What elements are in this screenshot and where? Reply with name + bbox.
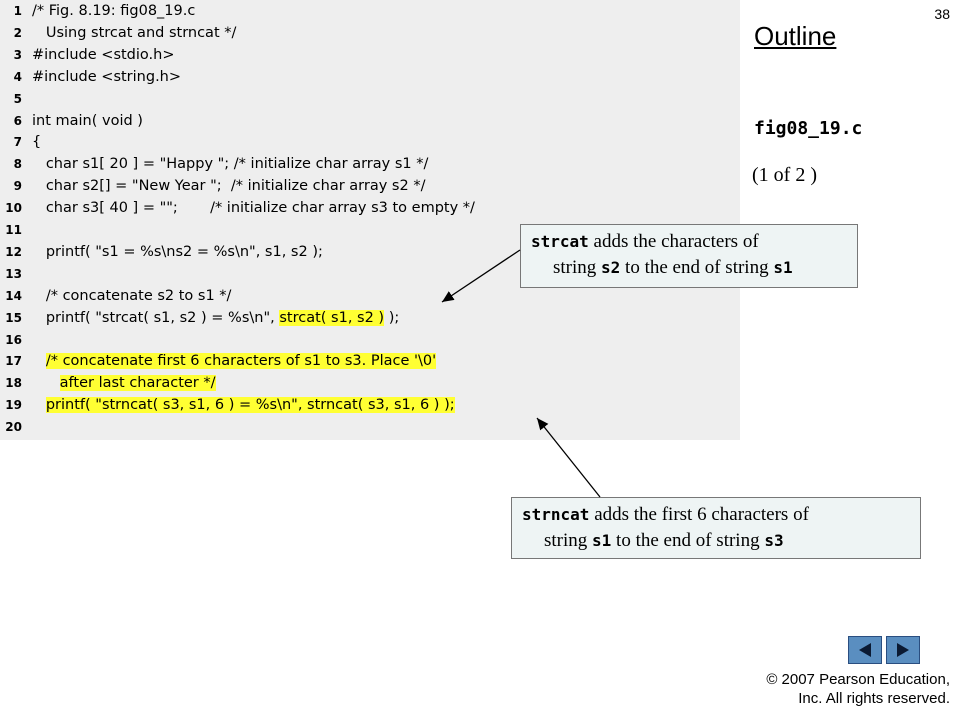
line-number: 19 (5, 398, 22, 413)
code-text: #include <string.h> (32, 68, 182, 85)
code-line: 3 #include <stdio.h> (0, 44, 740, 66)
code-text: after last character */ (32, 372, 216, 394)
code-text: int main( void ) (32, 112, 143, 129)
line-number: 2 (13, 25, 22, 40)
strncat-arrow (536, 417, 601, 498)
line-number: 7 (13, 135, 22, 150)
line-number: 12 (5, 244, 22, 259)
code-text: /* concatenate s2 to s1 */ (32, 287, 232, 304)
slide-number: 38 (934, 6, 950, 22)
code-line: 14 /* concatenate s2 to s1 */ (0, 285, 740, 307)
line-number: 10 (5, 201, 22, 216)
callout-text: to the end of string (611, 530, 765, 551)
code-line: 2 Using strcat and strncat */ (0, 22, 740, 44)
line-number: 17 (5, 354, 22, 369)
code-line: 11 (0, 219, 740, 241)
line-number: 9 (13, 179, 22, 194)
callout-text: adds the characters of (588, 231, 759, 252)
outline-title: Outline (754, 21, 837, 51)
code-line: 19 printf( "strncat( s3, s1, 6 ) = %s\n"… (0, 394, 740, 416)
callout-var: s1 (592, 531, 612, 550)
code-text: char s3[ 40 ] = ""; /* initialize char a… (32, 200, 475, 217)
line-number: 18 (5, 376, 22, 391)
code-line: 10 char s3[ 40 ] = ""; /* initialize cha… (0, 197, 740, 219)
copyright-line-1: © 2007 Pearson Education, (766, 671, 950, 688)
line-number: 4 (13, 69, 22, 84)
code-text: /* concatenate first 6 characters of s1 … (32, 350, 437, 372)
callout-text: string (544, 530, 593, 551)
code-line: 9 char s2[] = "New Year "; /* initialize… (0, 175, 740, 197)
line-number: 16 (5, 332, 22, 347)
strcat-arrow (441, 249, 521, 303)
line-number: 1 (13, 4, 22, 18)
page-indicator: (1 of 2 ) (752, 164, 817, 186)
callout-var: s2 (601, 258, 621, 277)
file-name: fig08_19.c (754, 118, 863, 139)
code-text: printf( "s1 = %s\ns2 = %s\n", s1, s2 ); (32, 243, 323, 260)
code-line: 1 /* Fig. 8.19: fig08_19.c (0, 0, 740, 22)
callout-text: adds the first 6 characters of (589, 504, 809, 525)
callout-var: s3 (764, 531, 784, 550)
code-line: 12 printf( "s1 = %s\ns2 = %s\n", s1, s2 … (0, 241, 740, 263)
code-text: { (32, 134, 42, 151)
callout-text: string (553, 257, 602, 278)
line-number: 14 (5, 288, 22, 303)
line-number: 20 (5, 420, 22, 435)
callout-function-name: strncat (522, 505, 590, 524)
code-line: 16 (0, 329, 740, 351)
code-text: printf( "strncat( s3, s1, 6 ) = %s\n", s… (32, 394, 455, 416)
triangle-right-icon (897, 643, 909, 657)
previous-slide-button[interactable] (848, 636, 882, 664)
callout-line-2: string s2 to the end of string s1 (531, 255, 847, 281)
code-line: 17 /* concatenate first 6 characters of … (0, 350, 740, 372)
line-number: 3 (13, 47, 22, 62)
callout-function-name: strcat (531, 232, 589, 251)
callout-text: to the end of string (620, 257, 774, 278)
copyright-notice: © 2007 Pearson Education, Inc. All right… (766, 670, 950, 708)
code-line: 7{ (0, 131, 740, 153)
line-number: 11 (5, 223, 22, 237)
code-line: 18 after last character */ (0, 372, 740, 394)
code-text: /* Fig. 8.19: fig08_19.c (32, 3, 196, 19)
code-text: Using strcat and strncat */ (32, 24, 237, 41)
code-line: 4 #include <string.h> (0, 66, 740, 88)
code-line: 5 (0, 88, 740, 110)
line-number: 5 (13, 91, 22, 106)
line-number: 6 (13, 113, 22, 128)
code-line: 13 (0, 263, 740, 285)
code-listing: 1 /* Fig. 8.19: fig08_19.c 2 Using strcat … (0, 0, 740, 440)
code-line: 8 char s1[ 20 ] = "Happy "; /* initializ… (0, 153, 740, 175)
line-number: 15 (5, 310, 22, 325)
code-line: 20 (0, 416, 740, 438)
line-number: 8 (13, 157, 22, 172)
copyright-line-2: Inc. All rights reserved. (798, 690, 950, 707)
code-text: printf( "strcat( s1, s2 ) = %s\n", strca… (32, 309, 400, 326)
callout-line-2: string s1 to the end of string s3 (522, 528, 910, 554)
callout-var: s1 (773, 258, 793, 277)
code-line: 6 int main( void ) (0, 110, 740, 132)
code-line: 15 printf( "strcat( s1, s2 ) = %s\n", st… (0, 307, 740, 329)
highlighted-code: strcat( s1, s2 ) (279, 309, 385, 326)
highlighted-code: after last character */ (59, 375, 216, 392)
code-text: char s1[ 20 ] = "Happy "; /* initialize … (32, 156, 429, 173)
next-slide-button[interactable] (886, 636, 920, 664)
code-text: #include <stdio.h> (32, 46, 175, 63)
highlighted-code: /* concatenate first 6 characters of s1 … (45, 353, 437, 370)
strncat-callout: strncat adds the first 6 characters of s… (511, 497, 921, 559)
strcat-callout: strcat adds the characters of string s2 … (520, 224, 858, 288)
code-text: char s2[] = "New Year "; /* initialize c… (32, 178, 426, 195)
highlighted-code: printf( "strncat( s3, s1, 6 ) = %s\n", s… (45, 397, 455, 414)
triangle-left-icon (859, 643, 871, 657)
line-number: 13 (5, 266, 22, 281)
